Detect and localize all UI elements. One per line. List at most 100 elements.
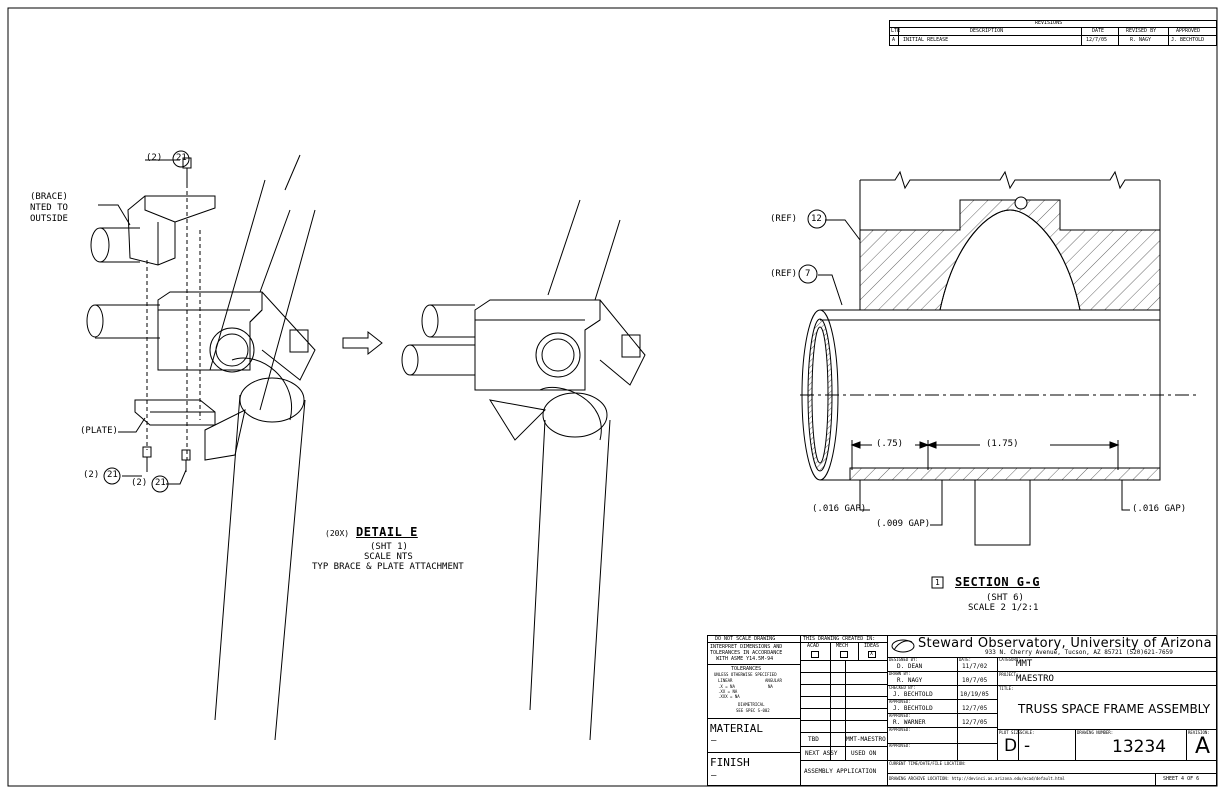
section-gg-view <box>800 170 1200 589</box>
brace-label-2: NTED TO <box>30 203 68 213</box>
note-spec: SEE SPEC S-002 <box>736 708 770 713</box>
rev-row-ltr: A <box>892 37 896 43</box>
rev-header-revised-by: REVISED BY <box>1126 28 1157 34</box>
rev-row-approved: J. BECHTOLD <box>1171 37 1205 43</box>
created-in-acad: ACAD <box>807 643 820 649</box>
plate-leader <box>118 417 146 433</box>
note-tolerances: TOLERANCES <box>731 666 762 672</box>
revisions-title: REVISIONS <box>1035 20 1063 26</box>
revision-value: A <box>1195 734 1211 759</box>
detail-e-caption: TYP BRACE & PLATE ATTACHMENT <box>312 562 464 572</box>
revision-label: REVISION: <box>1188 730 1210 735</box>
note-tol-x: .X = NA <box>718 684 735 689</box>
designed-by-label: DESIGNED BY: <box>889 657 918 662</box>
mmt-maestro: MMT-MAESTRO <box>846 736 886 743</box>
approved-2-label: APPROVED: <box>889 713 911 718</box>
gap-right: (.016 GAP) <box>1132 504 1187 514</box>
note-interpret-2: TOLERANCES IN ACCORDANCE <box>710 650 783 656</box>
note-tol-ang: NA <box>768 684 773 689</box>
callout-qty-left: (2) <box>83 470 100 480</box>
callout-qty-right: (2) <box>131 478 148 488</box>
plate-label: (PLATE) <box>80 426 118 436</box>
org-name: Steward Observatory, University of Arizo… <box>918 636 1212 651</box>
rev-row-date: 12/7/05 <box>1086 37 1108 43</box>
checked-date: 10/19/05 <box>960 691 989 698</box>
mech-checkbox <box>840 651 848 658</box>
ideas-check-mark: X <box>870 651 874 657</box>
approved-3-label: APPROVED: <box>889 727 911 732</box>
used-on: USED ON <box>851 750 877 757</box>
created-in-mech: MECH <box>836 643 849 649</box>
gap-left: (.016 GAP) <box>812 504 867 514</box>
designed-by-name: D. DEAN <box>897 663 923 670</box>
rev-header-ltr: LTR <box>891 28 901 34</box>
approved-1-date: 12/7/05 <box>962 705 988 712</box>
note-tol-xxx: .XXX = NA <box>718 694 740 699</box>
drawn-date: 10/7/05 <box>962 677 988 684</box>
section-gg-title: SECTION G-G <box>955 575 1040 589</box>
callout-item-top: 21 <box>176 153 187 163</box>
drawn-by-label: DRAWN BY: <box>889 671 911 676</box>
assembly-application: ASSEMBLY APPLICATION <box>804 768 877 775</box>
rev-row-description: INITIAL RELEASE <box>903 37 949 43</box>
plot-size-label: PLOT SIZE <box>999 730 1021 735</box>
plot-size-value: D <box>1004 736 1018 756</box>
title-label: TITLE: <box>999 686 1014 691</box>
org-address: 933 N. Cherry Avenue, Tucson, AZ 85721 (… <box>985 649 1173 656</box>
scale-value: - <box>1024 736 1031 756</box>
scale-label: SCALE: <box>1020 730 1035 735</box>
section-gg-scale: SCALE 2 1/2:1 <box>968 603 1039 613</box>
ideas-checkbox <box>868 651 876 658</box>
approved-2-date: 12/7/05 <box>962 719 988 726</box>
drawing-title: TRUSS SPACE FRAME ASSEMBLY <box>1018 702 1211 716</box>
drawing-number-label: DRAWING NUMBER: <box>1077 730 1114 735</box>
category-label: CATEGORY: <box>999 657 1021 662</box>
note-angular: ANGULAR <box>765 678 782 683</box>
rev-row-revised-by: R. NAGY <box>1130 37 1152 43</box>
ref7-prefix: (REF) <box>770 269 798 279</box>
created-in-ideas: IDEAS <box>864 643 880 649</box>
detail-e-sheet-ref: (SHT 1) <box>370 542 408 552</box>
section-gg-sheet-ref: (SHT 6) <box>986 593 1024 603</box>
bolt-leader-2 <box>166 469 187 485</box>
brace-label-1: (BRACE) <box>30 192 68 202</box>
note-unless: UNLESS OTHERWISE SPECIFIED <box>714 672 777 677</box>
project-label: PROJECT: <box>999 672 1019 677</box>
detail-e-scale: SCALE NTS <box>364 552 413 562</box>
approved-1-name: J. BECHTOLD <box>893 705 933 712</box>
ref7-num: 7 <box>805 269 811 279</box>
drawing-number-value: 13234 <box>1112 737 1167 757</box>
checked-by-name: J. BECHTOLD <box>893 691 933 698</box>
note-diametrical: DIAMETRICAL <box>738 702 765 707</box>
detail-e-title: DETAIL E <box>356 525 418 539</box>
note-linear: LINEAR <box>718 678 733 683</box>
ref12-num: 12 <box>811 214 822 224</box>
assembly-arrow <box>342 330 383 356</box>
approved-1-label: APPROVED: <box>889 699 911 704</box>
dim-left: (.75) <box>876 439 904 449</box>
revisions-block <box>889 20 1217 46</box>
note-do-not-scale: DO NOT SCALE DRAWING <box>715 636 776 642</box>
ref12-prefix: (REF) <box>770 214 798 224</box>
checked-by-label: CHECKED BY: <box>889 685 916 690</box>
project-value: MAESTRO <box>1016 674 1054 684</box>
archive-label: DRAWING ARCHIVE LOCATION: http://devinci… <box>889 776 1065 781</box>
brace-label-3: OUTSIDE <box>30 214 68 224</box>
rev-header-approved: APPROVED <box>1176 28 1201 34</box>
drawn-by-name: R. NAGY <box>897 677 923 684</box>
sheet-number: SHEET 4 OF 6 <box>1163 776 1200 782</box>
section-flag: 1 <box>935 578 940 587</box>
gap-mid: (.009 GAP) <box>876 519 931 529</box>
tbd: TBD <box>808 736 819 743</box>
note-tol-xx: .XX = NA <box>718 689 738 694</box>
finish-value: – <box>711 771 717 781</box>
detail-e-prefix: (20X) <box>325 529 350 538</box>
approved-2-name: R. WARNER <box>893 719 926 726</box>
category-value: MMT <box>1016 659 1033 669</box>
approved-4-label: APPROVED: <box>889 743 911 748</box>
note-interpret-3: WITH ASME Y14.5M-94 <box>716 656 774 662</box>
steward-logo-icon <box>891 639 915 653</box>
current-time-label: CURRENT TIME/DATE/FILE LOCATION: <box>889 761 967 766</box>
